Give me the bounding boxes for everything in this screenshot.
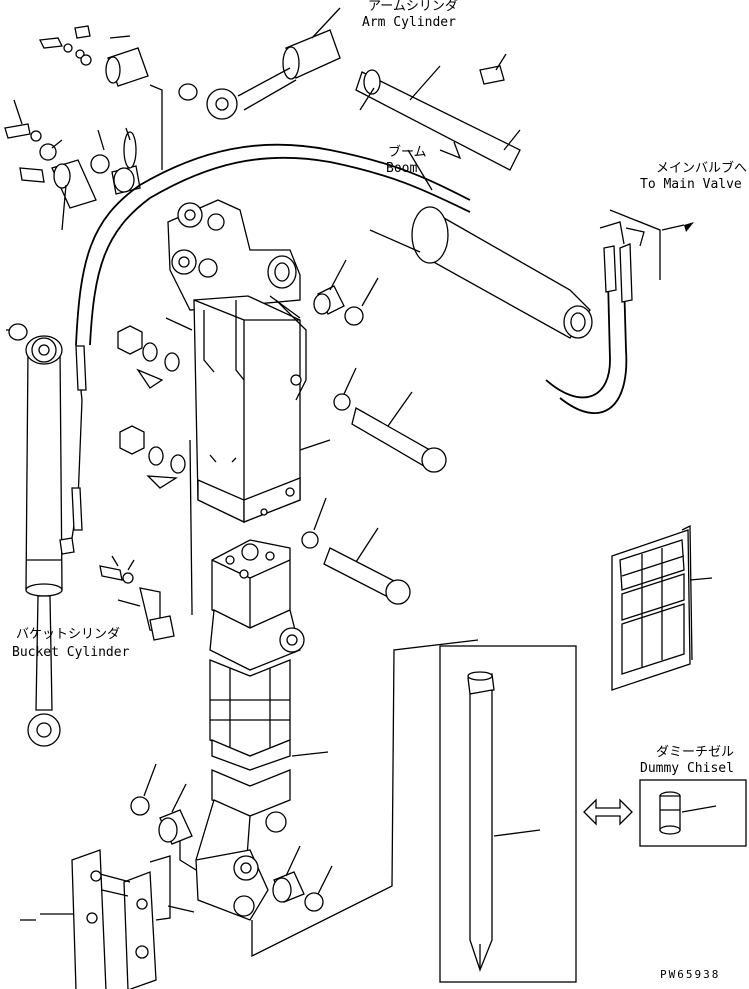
top-left-hardware <box>4 25 149 209</box>
double-arrow-icon <box>583 798 633 826</box>
chisel-box <box>439 645 577 983</box>
main-valve-label-en: To Main Valve <box>640 177 742 192</box>
arm-cylinder-label-jp: アームシリンダ <box>368 0 458 14</box>
decal-plate <box>611 524 713 691</box>
bucket-cylinder-label-jp: バケットシリンダ <box>16 627 121 642</box>
main-valve-label-jp: メインバルブへ <box>656 161 748 176</box>
arm-cylinder <box>206 7 341 120</box>
bracket-clamp <box>99 555 175 641</box>
nuts-washers <box>117 317 193 615</box>
boom-label-jp: ブーム <box>388 145 427 160</box>
dummy-chisel-box <box>639 779 747 847</box>
pins-and-bushings <box>301 259 447 605</box>
boom <box>355 53 593 339</box>
arm-cylinder-label-en: Arm Cylinder <box>362 15 456 30</box>
drawing-number: PW65938 <box>660 968 721 981</box>
bracket-plate <box>20 849 171 989</box>
dummy-chisel-label-jp: ダミーチゼル <box>656 745 735 760</box>
bucket-cylinder-label-en: Bucket Cylinder <box>12 645 130 660</box>
washer <box>178 83 198 101</box>
lower-bracket <box>130 763 333 921</box>
dummy-chisel-label-en: Dummy Chisel <box>640 761 734 776</box>
hydraulic-hose <box>75 143 694 415</box>
breaker-body <box>209 539 329 771</box>
arm-bracket <box>167 199 331 524</box>
bucket-cylinder <box>6 323 87 747</box>
boom-label-en: Boom <box>386 161 418 176</box>
